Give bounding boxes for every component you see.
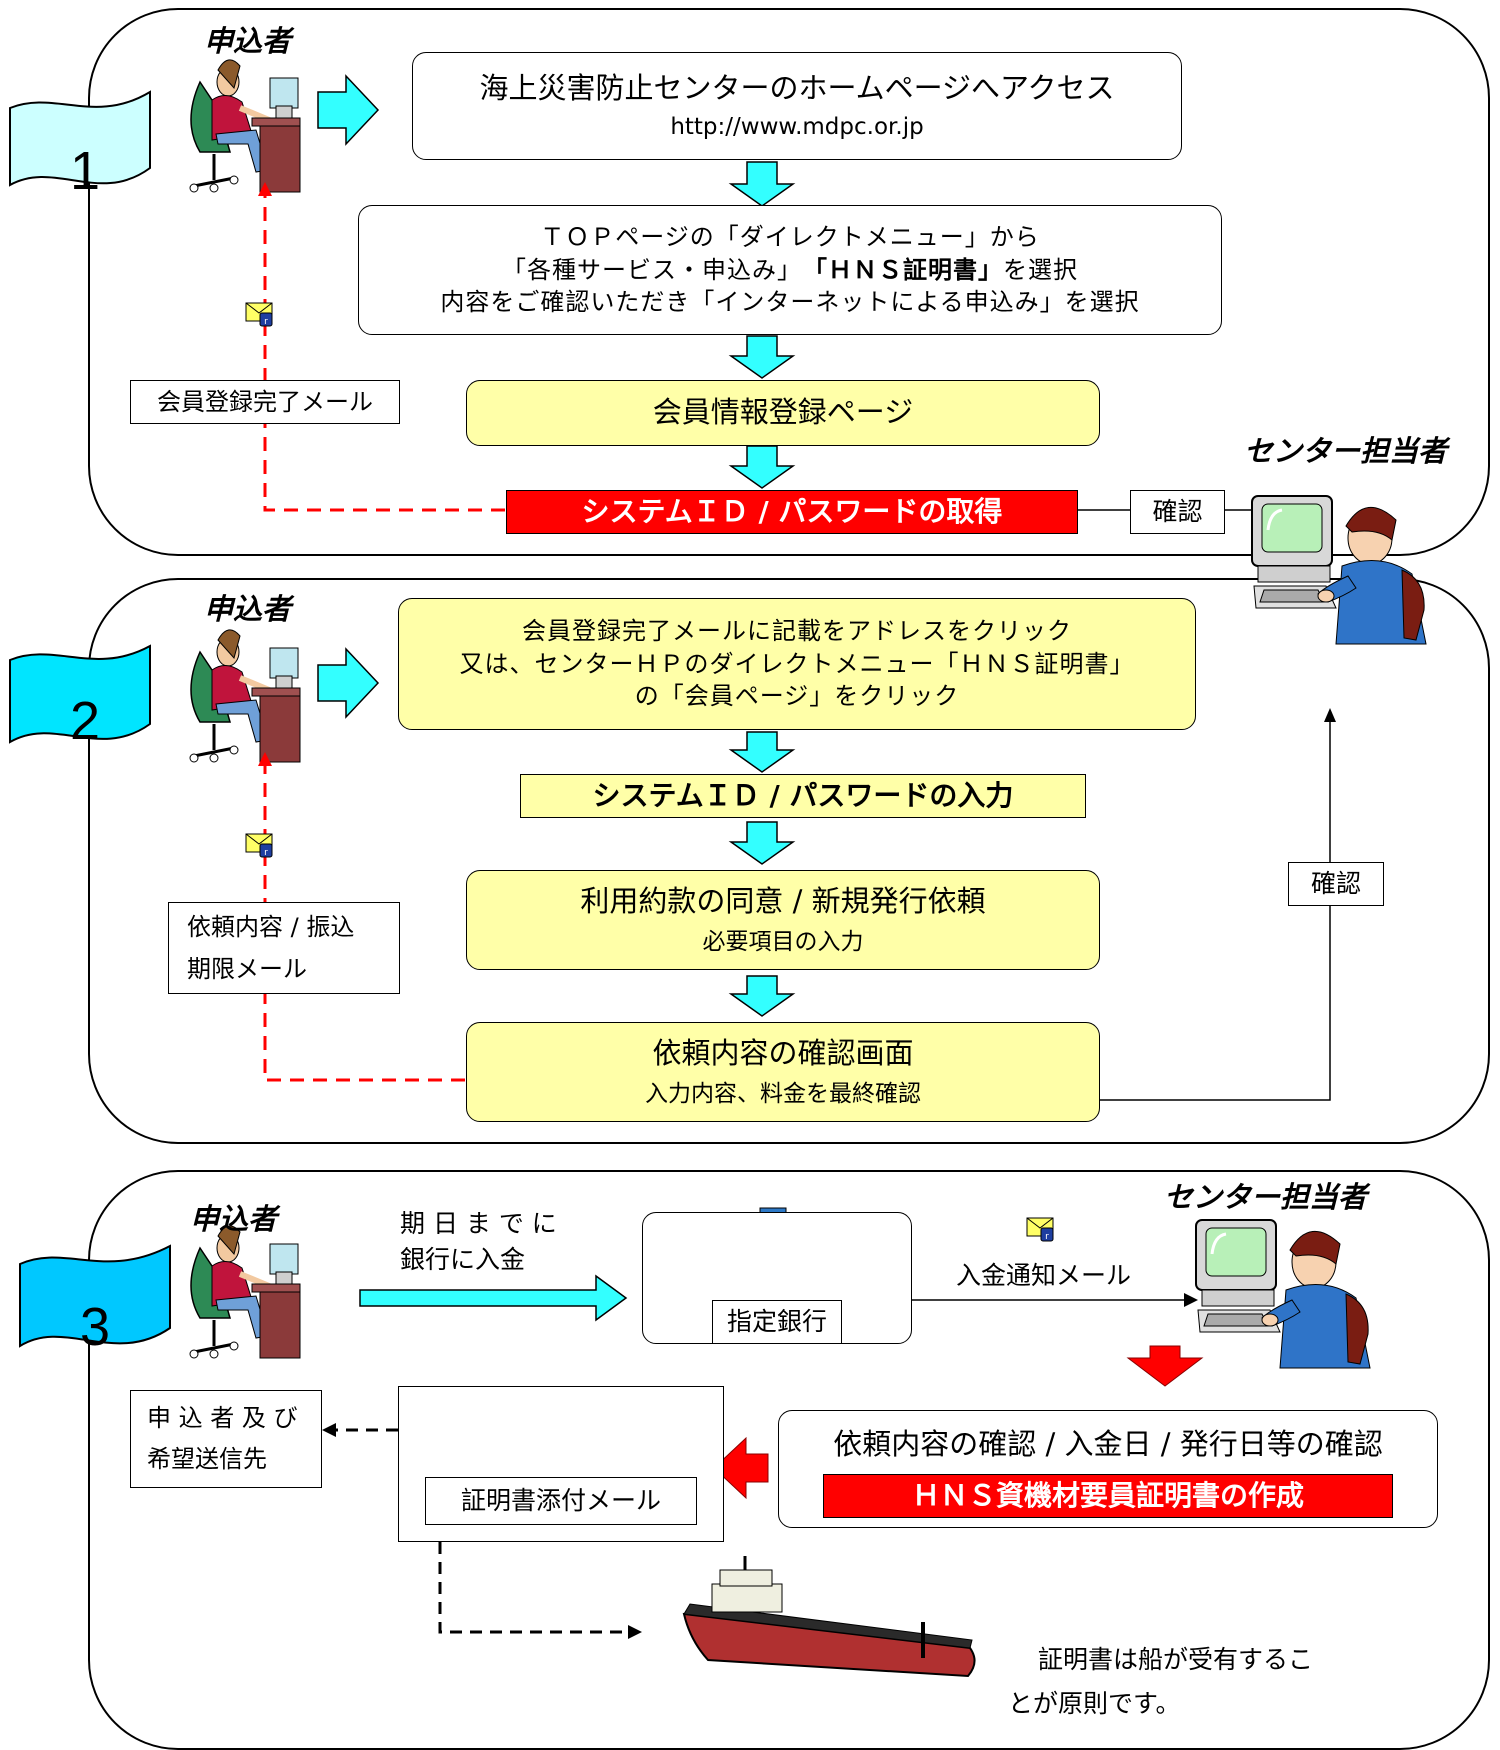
applicant-3-icon: [190, 1226, 300, 1358]
click-line1: 会員登録完了メールに記載をアドレスをクリック: [522, 617, 1072, 646]
top-menu-line1: ＴＯＰページの「ダイレクトメニュー」から: [540, 223, 1040, 252]
section-3-number: 3: [80, 1297, 111, 1357]
member-info-page-box: 会員情報登録ページ: [466, 380, 1100, 446]
cert-mail-box: 証明書添付メール: [398, 1386, 724, 1542]
agree-sub: 必要項目の入力: [702, 929, 864, 956]
access-homepage-box: 海上災害防止センターのホームページへアクセス http://www.mdpc.o…: [412, 52, 1182, 160]
agree-title: 利用約款の同意 / 新規発行依頼: [580, 883, 986, 918]
top-menu-line2-b: 「ＨＮＳ証明書」: [815, 255, 1003, 284]
confirm-box-1: 確認: [1130, 490, 1225, 534]
bank-label: 指定銀行: [711, 1300, 842, 1343]
confirm-screen-title: 依頼内容の確認画面: [652, 1035, 914, 1070]
applicant-1-icon: [190, 60, 300, 192]
bank-box: 指定銀行: [642, 1212, 912, 1344]
center-staff-label-2: センター担当者: [1164, 1180, 1368, 1214]
payment-mail-label: 入金通知メール: [956, 1261, 1132, 1290]
cert-mail-label: 証明書添付メール: [425, 1477, 697, 1525]
applicant-label-1: 申込者: [204, 24, 292, 58]
access-homepage-title: 海上災害防止センターのホームページへアクセス: [479, 70, 1115, 105]
top-menu-box: ＴＯＰページの「ダイレクトメニュー」から 「各種サービス・申込み」 「ＨＮＳ証明…: [358, 205, 1222, 335]
top-menu-line2-c: を選択: [1003, 255, 1078, 284]
deposit-note: 期 日 ま で に 銀行に入金: [400, 1206, 557, 1279]
center-staff-label-1: センター担当者: [1244, 434, 1448, 468]
section-3-flag: [19, 1244, 171, 1348]
ship-note-line2: とが原則です。: [1008, 1688, 1181, 1718]
id-password-get-box: システムＩＤ / パスワードの取得: [506, 490, 1078, 534]
confirm-screen-box: 依頼内容の確認画面 入力内容、料金を最終確認: [466, 1022, 1100, 1122]
check-create-box: 依頼内容の確認 / 入金日 / 発行日等の確認 ＨＮＳ資機材要員証明書の作成: [778, 1410, 1438, 1528]
deposit-line1: 期 日 ま で に: [400, 1209, 557, 1238]
click-line2: 又は、センターＨＰのダイレクトメニュー「ＨＮＳ証明書」: [459, 649, 1135, 678]
applicant-label-2: 申込者: [204, 592, 292, 626]
center-staff-2-icon: [1194, 1218, 1372, 1370]
deposit-line2: 銀行に入金: [400, 1245, 526, 1275]
confirm-box-2: 確認: [1288, 862, 1384, 906]
section-1-number: 1: [70, 141, 101, 201]
ship-note: 証明書は船が受有するこ とが原則です。: [1008, 1638, 1313, 1726]
check-line: 依頼内容の確認 / 入金日 / 発行日等の確認: [833, 1427, 1383, 1461]
top-menu-line2-a: 「各種サービス・申込み」: [502, 255, 815, 284]
section-2-number: 2: [70, 691, 101, 751]
arrow-right-1: [317, 74, 380, 146]
member-complete-mail-box: 会員登録完了メール: [130, 380, 400, 424]
section-2-flag: [9, 644, 151, 744]
mail-icon-2: [245, 833, 273, 859]
center-staff-1-icon: [1250, 494, 1428, 646]
click-link-box: 会員登録完了メールに記載をアドレスをクリック 又は、センターＨＰのダイレクトメニ…: [398, 598, 1196, 730]
recipient-line1: 申 込 者 及 び: [147, 1404, 298, 1433]
applicant-2-icon: [190, 630, 300, 762]
ship-note-line1: 証明書は船が受有するこ: [1038, 1645, 1314, 1674]
recipient-box: 申 込 者 及 び 希望送信先: [130, 1390, 322, 1488]
confirm-screen-sub: 入力内容、料金を最終確認: [645, 1081, 921, 1108]
top-menu-line3: 内容をご確認いただき「インターネットによる申込み」を選択: [440, 288, 1140, 317]
request-mail-box: 依頼内容 / 振込 期限メール: [168, 902, 400, 994]
mail-icon-3: [1026, 1217, 1054, 1243]
click-line3: の「会員ページ」をクリック: [634, 682, 960, 711]
ship-icon: [682, 1556, 976, 1678]
request-mail-line2: 期限メール: [187, 955, 307, 983]
create-cert-box: ＨＮＳ資機材要員証明書の作成: [823, 1474, 1393, 1519]
mail-icon-1: [245, 302, 273, 328]
request-mail-line1: 依頼内容 / 振込: [187, 913, 355, 941]
homepage-url[interactable]: http://www.mdpc.or.jp: [670, 114, 924, 141]
top-menu-line2: 「各種サービス・申込み」 「ＨＮＳ証明書」を選択: [502, 254, 1078, 286]
id-password-input-box: システムＩＤ / パスワードの入力: [520, 774, 1086, 818]
recipient-line2: 希望送信先: [147, 1445, 267, 1473]
agree-terms-box: 利用約款の同意 / 新規発行依頼 必要項目の入力: [466, 870, 1100, 970]
section-1-flag: [9, 90, 151, 187]
applicant-label-3: 申込者: [190, 1202, 278, 1236]
